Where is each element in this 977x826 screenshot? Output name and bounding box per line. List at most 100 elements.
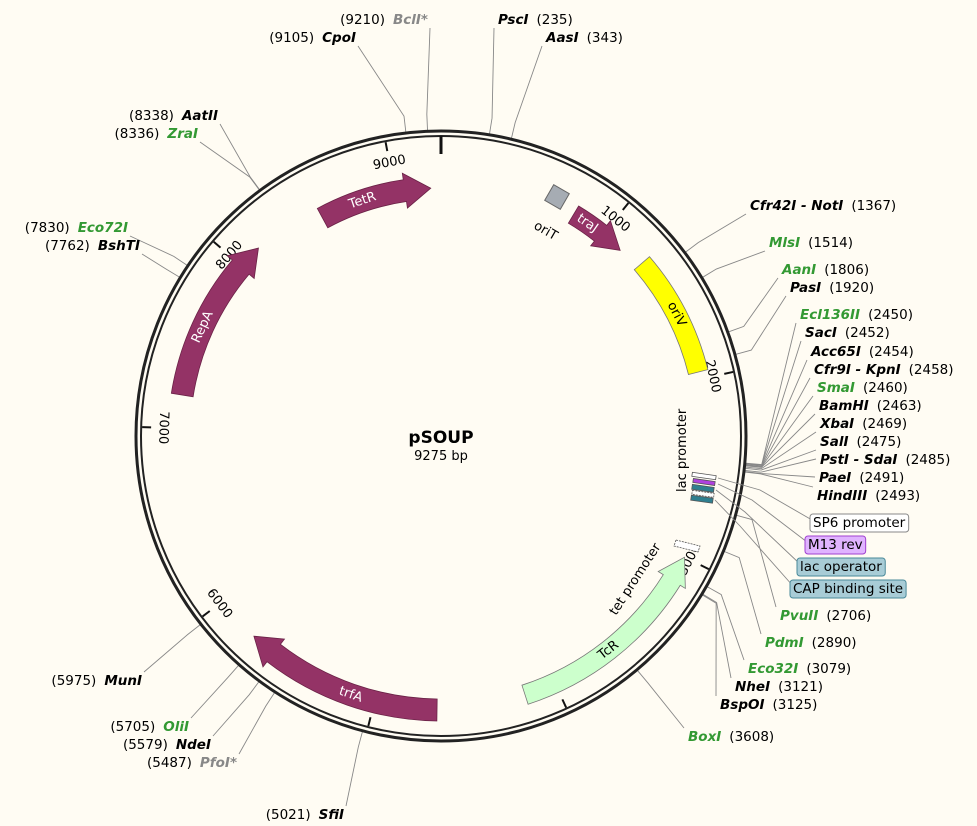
enzyme-name[interactable]: MunI — [104, 673, 142, 689]
enzyme-site-cpoi[interactable]: CpoI(9105) — [269, 30, 356, 46]
enzyme-site-mlsi[interactable]: MlsI(1514) — [769, 235, 853, 251]
enzyme-name[interactable]: BamHI — [819, 398, 869, 414]
leader-line — [745, 431, 817, 470]
enzyme-name[interactable]: AatII — [181, 108, 218, 124]
enzyme-site-aasi[interactable]: AasI(343) — [545, 30, 623, 46]
feature-box-lac-operator[interactable] — [796, 557, 886, 577]
enzyme-name[interactable]: PscI — [498, 12, 528, 28]
enzyme-site-zrai[interactable]: ZraI(8336) — [115, 126, 198, 142]
enzyme-site-pvuii[interactable]: PvuII(2706) — [780, 608, 871, 624]
enzyme-name[interactable]: XbaI — [819, 416, 854, 432]
enzyme-name[interactable]: AasI — [545, 30, 579, 46]
enzyme-name[interactable]: AanI — [781, 262, 816, 278]
enzyme-site-cfr42i-noti[interactable]: Cfr42I - NotI(1367) — [750, 198, 896, 214]
tet-promoter-arrow[interactable] — [673, 539, 701, 553]
enzyme-name[interactable]: BshTI — [98, 238, 140, 254]
enzyme-name[interactable]: SacI — [805, 325, 837, 341]
enzyme-name[interactable]: PasI — [790, 280, 821, 296]
feature-oriv[interactable] — [633, 256, 709, 375]
enzyme-name[interactable]: BoxI — [688, 729, 721, 745]
enzyme-name[interactable]: PdmI — [765, 635, 804, 651]
feature-tetr[interactable] — [316, 172, 432, 229]
enzyme-position: (5975) — [51, 673, 96, 689]
enzyme-site-xbai[interactable]: XbaI(2469) — [819, 416, 907, 432]
leader-line — [143, 624, 201, 673]
enzyme-site-sali[interactable]: SalI(2475) — [820, 434, 901, 450]
enzyme-site-bamhi[interactable]: BamHI(2463) — [819, 398, 922, 414]
enzyme-name[interactable]: PfoI* — [200, 755, 237, 771]
enzyme-site-bcli-[interactable]: BclI*(9210) — [340, 12, 428, 28]
enzyme-position: (3125) — [773, 697, 818, 713]
enzyme-name[interactable]: SfiI — [319, 807, 344, 823]
enzyme-site-acc65i[interactable]: Acc65I(2454) — [810, 344, 914, 360]
feature-tcr[interactable] — [521, 556, 686, 705]
leader-line — [745, 458, 817, 473]
enzyme-site-eco72i[interactable]: Eco72I(7830) — [25, 220, 128, 236]
lac-feature-stack[interactable] — [690, 471, 717, 504]
enzyme-name[interactable]: Cfr42I - NotI — [750, 198, 843, 214]
enzyme-name[interactable]: SalI — [820, 434, 848, 450]
enzyme-name[interactable]: Cfr9I - KpnI — [814, 362, 901, 378]
enzyme-name[interactable]: PstI - SdaI — [820, 452, 897, 468]
enzyme-site-pfoi-[interactable]: PfoI*(5487) — [147, 755, 237, 771]
enzyme-site-psci[interactable]: PscI(235) — [498, 12, 573, 28]
oriT-box[interactable] — [544, 184, 570, 210]
enzyme-name[interactable]: OliI — [163, 719, 189, 735]
enzyme-site-muni[interactable]: MunI (5975) — [51, 673, 142, 689]
enzyme-position: (3121) — [778, 679, 823, 695]
enzyme-site-bspoi[interactable]: BspOI (3125) — [720, 697, 817, 713]
enzyme-site-cfr9i-kpni[interactable]: Cfr9I - KpnI(2458) — [814, 362, 954, 378]
leader-line — [426, 27, 431, 131]
enzyme-site-olii[interactable]: OliI(5705) — [110, 719, 189, 735]
enzyme-site-aatii[interactable]: AatII(8338) — [129, 108, 218, 124]
enzyme-name[interactable]: BspOI — [720, 697, 765, 713]
enzyme-name[interactable]: ZraI — [166, 126, 198, 142]
feature-box-sp6-promoter[interactable] — [809, 513, 910, 533]
plasmid-length: 9275 bp — [414, 449, 468, 464]
enzyme-site-eco32i[interactable]: Eco32I(3079) — [748, 661, 851, 677]
enzyme-site-ndei[interactable]: NdeI(5579) — [123, 737, 211, 753]
enzyme-name[interactable]: PvuII — [780, 608, 818, 624]
enzyme-name[interactable]: Acc65I — [810, 344, 861, 360]
enzyme-site-psti-sdai[interactable]: PstI - SdaI(2485) — [820, 452, 950, 468]
tick-mark — [724, 370, 734, 375]
enzyme-name[interactable]: Ecl136II — [800, 307, 860, 323]
enzyme-name[interactable]: Eco32I — [748, 661, 798, 677]
tick-mark — [621, 202, 630, 211]
enzyme-name[interactable]: PaeI — [819, 470, 851, 486]
feature-trfa[interactable] — [253, 635, 438, 722]
leader-line — [199, 141, 260, 191]
enzyme-site-smai[interactable]: SmaI(2460) — [817, 380, 908, 396]
enzyme-site-aani[interactable]: AanI(1806) — [781, 262, 869, 278]
leader-line — [212, 681, 260, 737]
enzyme-name[interactable]: HindIII — [817, 488, 867, 504]
enzyme-name[interactable]: CpoI — [322, 30, 356, 46]
feature-box-m13-rev[interactable] — [804, 535, 867, 555]
enzyme-site-bshti[interactable]: BshTI (7762) — [45, 238, 140, 254]
enzyme-site-pdmi[interactable]: PdmI(2890) — [765, 635, 857, 651]
feature-box-cap-binding-site[interactable] — [789, 579, 907, 599]
enzyme-name[interactable]: BclI* — [393, 12, 428, 28]
enzyme-name[interactable]: NheI — [735, 679, 770, 695]
enzyme-name[interactable]: NdeI — [176, 737, 211, 753]
enzyme-name[interactable]: MlsI — [769, 235, 800, 251]
enzyme-site-paei[interactable]: PaeI(2491) — [819, 470, 904, 486]
enzyme-site-hindiii[interactable]: HindIII(2493) — [817, 488, 920, 504]
enzyme-site-ecl136ii[interactable]: Ecl136II (2450) — [800, 307, 913, 323]
enzyme-site-boxi[interactable]: BoxI(3608) — [688, 729, 774, 745]
enzyme-site-saci[interactable]: SacI(2452) — [805, 325, 890, 341]
enzyme-site-nhei[interactable]: NheI (3121) — [735, 679, 823, 695]
leader-line — [702, 593, 732, 679]
enzyme-site-sfii[interactable]: SfiI(5021) — [266, 807, 344, 823]
enzyme-position: (7762) — [45, 238, 90, 254]
enzyme-name[interactable]: SmaI — [817, 380, 855, 396]
leader-line — [511, 45, 543, 139]
feature-box-label: M13 rev — [808, 537, 863, 553]
enzyme-position: (2450) — [868, 307, 913, 323]
enzyme-site-pasi[interactable]: PasI(1920) — [790, 280, 874, 296]
feature-repa[interactable] — [170, 247, 259, 398]
feature-traj[interactable] — [567, 205, 621, 251]
feature-box-label: CAP binding site — [793, 581, 903, 597]
enzyme-name[interactable]: Eco72I — [78, 220, 128, 236]
